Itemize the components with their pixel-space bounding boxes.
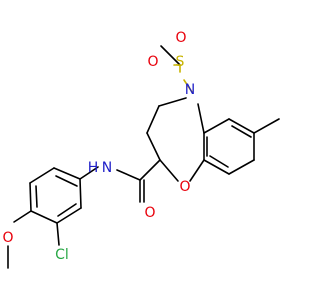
molecule-canvas: S O O N O H N O Cl O (2, 30, 280, 269)
bond-lb-2 (29, 167, 55, 184)
bond-methyl-s (160, 45, 181, 66)
atom-o-left: O (147, 54, 158, 70)
bond-c-c2 (146, 132, 161, 161)
atom-n-amide: N (102, 160, 112, 176)
bond-benz-5 (203, 159, 230, 175)
bond-c-amide (139, 159, 161, 181)
bond-ar-o (189, 159, 205, 182)
atom-o-carbonyl: O (144, 205, 155, 221)
bond-n-c (158, 97, 187, 107)
atom-h-amide: H (88, 160, 99, 176)
bond-omethyl (13, 210, 32, 223)
bond-c-c1 (146, 105, 160, 134)
bond-lb-3b (35, 185, 38, 208)
bond-benz-2 (228, 118, 255, 134)
atom-n-ring: N (185, 82, 195, 98)
bonds (7, 45, 280, 269)
bond-lb-1 (53, 167, 81, 180)
bond-lb-5b (57, 203, 77, 217)
bond-c-o-ring (159, 159, 179, 182)
bond-benz-4 (228, 159, 255, 175)
bond-benz-1 (203, 118, 230, 134)
bond-methyl-ar (253, 118, 280, 134)
bond-benz-2b (231, 125, 252, 138)
bond-amide-n (116, 169, 141, 181)
bond-benz-5b (209, 155, 229, 168)
atoms: S O O N O H N O Cl O (2, 30, 195, 263)
bond-lb-4 (30, 210, 58, 224)
bond-n-ar (197, 103, 205, 134)
molecule-structure: S O O N O H N O Cl O (2, 30, 280, 269)
atom-o-top: O (175, 30, 186, 46)
atom-o-methoxy: O (2, 230, 13, 246)
atom-o-ring: O (179, 179, 190, 195)
bond-n-ar2 (79, 166, 99, 180)
atom-cl: Cl (55, 247, 69, 263)
bond-lb-5 (56, 207, 82, 224)
bond-lb-3 (29, 182, 32, 212)
bond-s-n (183, 79, 193, 93)
bond-lb-1b (55, 175, 78, 187)
bond-lb-6 (79, 178, 82, 209)
atom-s: S (176, 54, 185, 70)
bond-ar-cl (56, 222, 60, 246)
